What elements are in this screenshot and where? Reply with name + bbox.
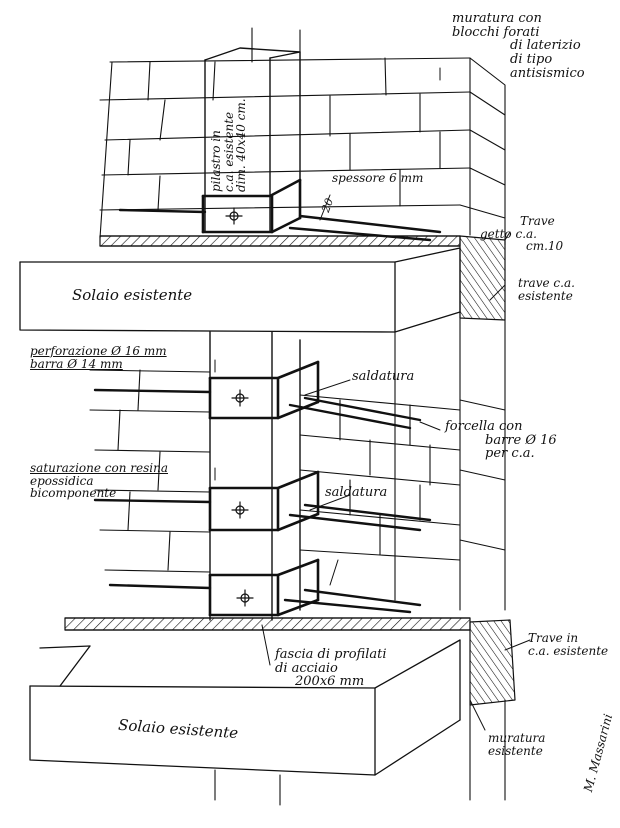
label-line: cm.10 bbox=[526, 239, 564, 254]
label-muratura-bottom: muratura esistente bbox=[488, 732, 545, 757]
label-saturazione: saturazione con resina epossidica bicomp… bbox=[30, 462, 168, 500]
label-muratura-top: muratura con blocchi forati di laterizio… bbox=[452, 12, 585, 80]
label-line: forcella con bbox=[445, 419, 523, 434]
label-line: bicomponente bbox=[30, 486, 117, 501]
upper-masonry bbox=[99, 27, 506, 246]
label-line: dim. 40x40 cm. bbox=[234, 98, 249, 192]
label-saldatura-1: saldatura bbox=[352, 369, 415, 384]
bolts bbox=[225, 207, 254, 607]
pillar-upper bbox=[204, 47, 301, 233]
top-beam bbox=[99, 235, 506, 321]
top-steel-band bbox=[201, 178, 302, 234]
label-line: barra Ø 14 mm bbox=[30, 356, 123, 371]
label-line: esistente bbox=[518, 288, 573, 303]
label-solaio-top: Solaio esistente bbox=[72, 286, 193, 304]
label-line: Trave in bbox=[528, 631, 579, 645]
bottom-masonry bbox=[214, 699, 506, 806]
label-saldatura-2: saldatura bbox=[325, 485, 388, 500]
label-line: pilastro in bbox=[209, 130, 223, 192]
label-line: trave c.a. bbox=[518, 276, 575, 290]
label-pilastro: pilastro in c.a. esistente dim. 40x40 cm… bbox=[209, 98, 249, 192]
label-line: perforazione Ø 16 mm bbox=[30, 344, 167, 358]
label-line: Trave bbox=[520, 214, 555, 228]
label-line: muratura bbox=[488, 731, 546, 745]
label-line: per c.a. bbox=[485, 446, 535, 462]
label-line: c.a. esistente bbox=[528, 643, 609, 658]
label-line: getto c.a. bbox=[480, 226, 537, 241]
label-line: barre Ø 16 bbox=[485, 432, 557, 448]
label-trave-getto: Trave getto c.a. cm.10 bbox=[480, 214, 564, 254]
label-line: antisismico bbox=[510, 65, 585, 81]
label-forcella: forcella con barre Ø 16 per c.a. bbox=[445, 420, 557, 461]
label-trave-esistente-top: trave c.a. esistente bbox=[518, 277, 575, 302]
label-line: saturazione con resina bbox=[30, 461, 168, 475]
leaders bbox=[214, 67, 531, 731]
label-fascia: fascia di profilati di acciaio 200x6 mm bbox=[275, 648, 387, 689]
lower-slab bbox=[29, 639, 461, 776]
label-line: di laterizio bbox=[510, 38, 581, 54]
rebars bbox=[93, 388, 432, 614]
label-line: epossidica bbox=[30, 473, 94, 488]
lower-masonry bbox=[89, 311, 506, 611]
label-line: di tipo bbox=[510, 51, 553, 67]
label-spessore: spessore 6 mm bbox=[332, 171, 424, 185]
label-line: 200x6 mm bbox=[295, 674, 365, 690]
label-line: fascia di profilati bbox=[275, 647, 387, 662]
lower-beam bbox=[64, 617, 516, 706]
label-line: di acciaio bbox=[275, 660, 338, 676]
steel-bands bbox=[208, 360, 320, 617]
label-line: esistente bbox=[488, 743, 543, 758]
label-line: muratura con bbox=[452, 11, 542, 26]
label-perforazione: perforazione Ø 16 mm barra Ø 14 mm bbox=[30, 345, 167, 370]
label-trave-esistente-bottom: Trave in c.a. esistente bbox=[528, 632, 608, 657]
label-line: blocchi forati bbox=[452, 24, 540, 40]
